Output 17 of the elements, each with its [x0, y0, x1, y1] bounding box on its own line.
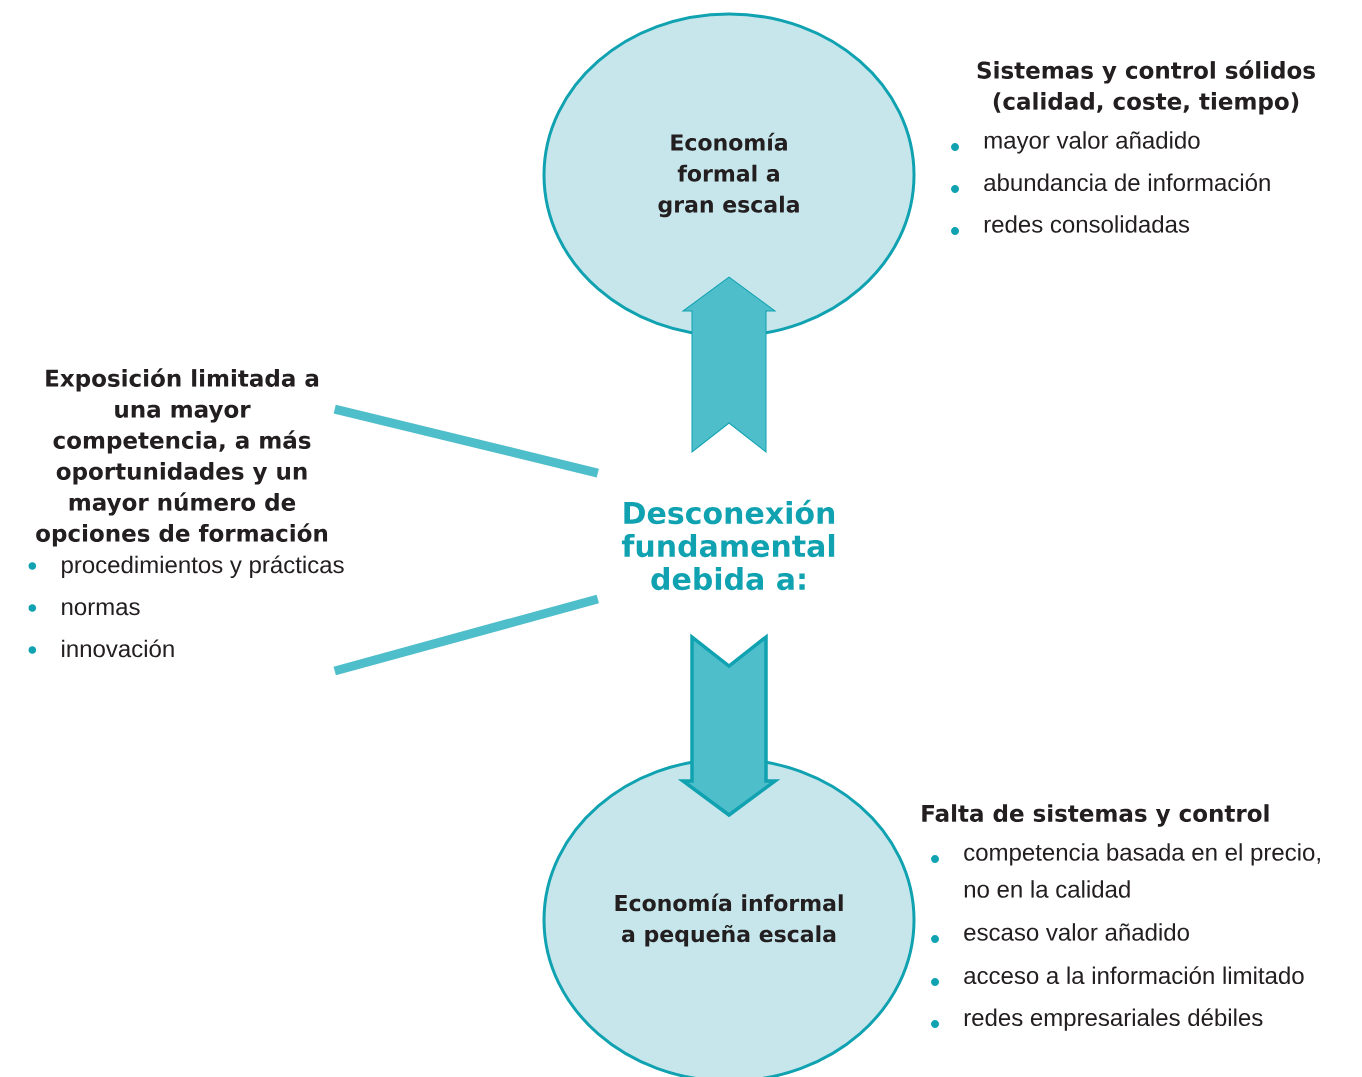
ribbon-arrow [677, 633, 781, 818]
text-block: Exposición limitada a una mayor competencia, a más oportunidades y un mayor número de opciones de formación procedimientos y prácticas normas innovación [28, 368, 344, 658]
node-label: procedimientos y prácticas [62, 555, 344, 579]
ribbon-arrow [682, 276, 776, 453]
node-label: normas [62, 602, 140, 616]
center-heading: Desconexión fundamental debida a: [621, 499, 835, 591]
node-label: innovación [62, 639, 174, 658]
bullet-item: abundancia de información [951, 173, 1270, 193]
bullet-item: redes consolidadas [951, 215, 1190, 235]
connector-line [333, 404, 599, 478]
heading: Sistemas y control sólidos (calidad, coste, tiempo) [977, 60, 1315, 115]
bullet-item: acceso a la información limitado [931, 966, 1304, 986]
connector-line [333, 594, 599, 676]
bullet-item: redes empresariales débiles [931, 1008, 1263, 1031]
bullet-item: mayor valor añadido [951, 131, 1200, 154]
bullet-item: escaso valor añadido [931, 923, 1189, 943]
node-label: Exposición limitada a una mayor competencia, a más oportunidades y un mayor número de opciones de formación [36, 368, 328, 547]
